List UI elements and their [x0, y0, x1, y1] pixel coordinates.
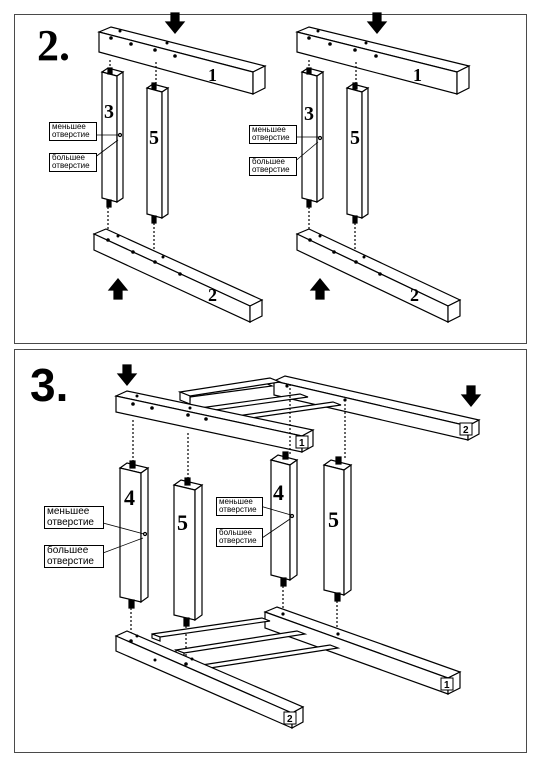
step3-right-smaller-hole-label: меньшее отверстие — [216, 497, 263, 516]
step2-left-arrow-up — [108, 278, 128, 300]
step2-left-bottom-rail — [92, 228, 264, 323]
step3-left-leg-5 — [172, 477, 204, 627]
step2-left-top-rail — [97, 26, 267, 95]
step2-left-rail-1-number: 1 — [208, 65, 217, 85]
step-2-number: 2. — [37, 21, 70, 70]
step2-right-larger-hole-label: большее отверстие — [249, 157, 297, 176]
step2-right-assembly — [295, 12, 471, 323]
step3-right-leg-5 — [322, 456, 353, 602]
step2-right-top-rail — [295, 26, 471, 95]
step3-assembly — [114, 364, 481, 730]
step3-bottom-rail-2-number: 2 — [287, 714, 293, 725]
step3-left-smaller-hole-label: меньшее отверстие — [44, 506, 104, 529]
step3-arrow-down-right — [461, 385, 481, 407]
step2-right-leg-5 — [345, 82, 370, 224]
step2-right-bottom-rail — [295, 228, 462, 323]
step2-right-arrow-down — [367, 12, 387, 34]
step2-left-leg-5 — [145, 82, 170, 224]
step3-rail-2-number: 2 — [463, 425, 469, 436]
step3-bottom-rail-2 — [114, 630, 305, 730]
step2-right-arrow-up — [310, 278, 330, 300]
step2-left-arrow-down — [165, 12, 185, 34]
step3-right-leg-4 — [269, 451, 299, 587]
step3-rail-2-tag — [459, 422, 473, 436]
step2-left-leg-3-number: 3 — [104, 101, 114, 123]
step2-right-rail-2-number: 2 — [410, 285, 419, 305]
step2-left-rail-2-number: 2 — [208, 285, 217, 305]
step3-right-larger-hole-label: большее отверстие — [216, 528, 263, 547]
step3-top-rail-2 — [272, 375, 481, 442]
step2-left-leg-3 — [100, 67, 125, 208]
step3-right-leg-4-number: 4 — [273, 480, 284, 505]
step3-left-leg-4-number: 4 — [124, 485, 135, 510]
step2-left-leg-5-number: 5 — [149, 127, 159, 149]
step2-right-leg-5-number: 5 — [350, 127, 360, 149]
step3-bottom-rail-1-tag — [440, 677, 454, 691]
step3-rail-1-tag — [295, 435, 309, 449]
step3-right-leg-5-number: 5 — [328, 507, 339, 532]
step3-top-rail-1 — [114, 390, 315, 454]
step3-left-leg-5-number: 5 — [177, 510, 188, 535]
step3-rail-1-number: 1 — [299, 438, 305, 449]
step3-top-rail-left — [177, 377, 283, 405]
step2-right-rail-1-number: 1 — [413, 65, 422, 85]
step3-arrow-down-left — [117, 364, 137, 386]
step2-right-leg-3-number: 3 — [304, 103, 314, 125]
step3-bottom-rail-1 — [263, 606, 462, 695]
step2-right-leg-3 — [300, 67, 325, 208]
step3-left-larger-hole-label: большее отверстие — [44, 545, 104, 568]
step3-bottom-rail-1-number: 1 — [444, 680, 450, 691]
step3-bottom-slats — [151, 617, 341, 673]
step3-left-leg-4 — [118, 460, 150, 609]
step3-bottom-rail-2-tag — [283, 711, 297, 725]
step2-right-smaller-hole-label: меньшее отверстие — [249, 125, 297, 144]
step2-left-assembly — [92, 12, 267, 323]
step-3-number: 3. — [30, 359, 69, 411]
step2-left-larger-hole-label: большее отверстие — [49, 153, 97, 172]
step2-left-smaller-hole-label: меньшее отверстие — [49, 122, 97, 141]
